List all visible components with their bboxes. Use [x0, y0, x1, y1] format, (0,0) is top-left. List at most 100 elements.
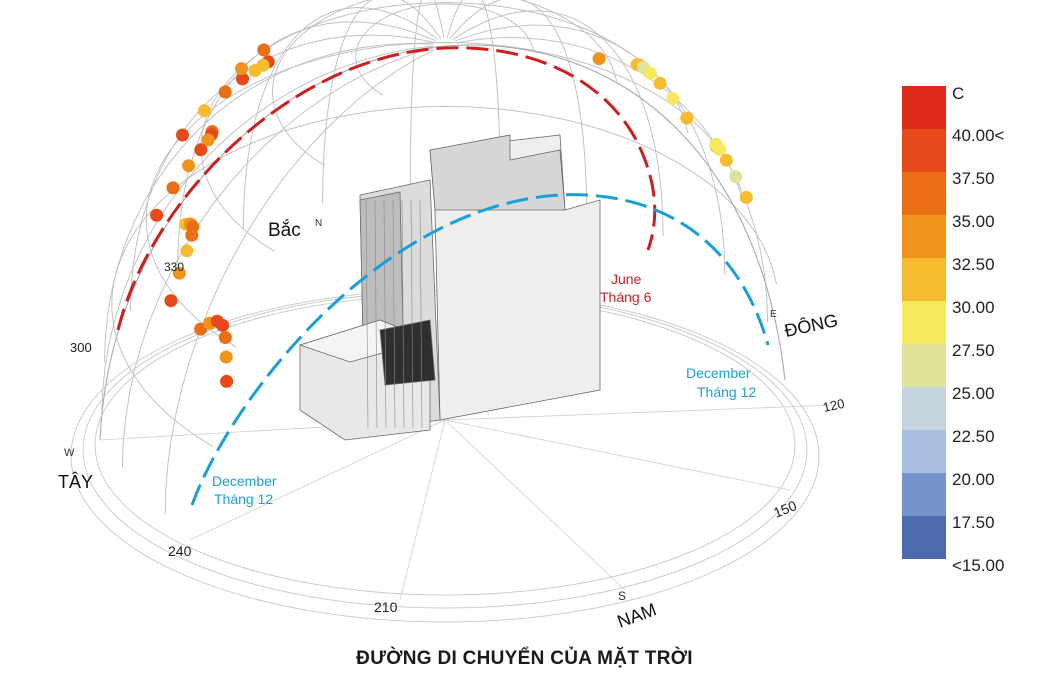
azimuth-meridian	[242, 7, 439, 229]
sun-position-dot	[150, 208, 164, 222]
sun-position-dots	[150, 43, 753, 388]
sun-position-dot	[592, 52, 606, 66]
sun-position-dot	[164, 294, 178, 308]
azimuth-meridian	[177, 21, 436, 266]
azimuth-meridian	[409, 0, 445, 192]
december-west-label-line1: December	[212, 473, 277, 489]
facade-fin	[392, 199, 396, 429]
facade-fin	[401, 199, 405, 429]
legend-swatch	[902, 258, 946, 301]
legend-swatch	[902, 430, 946, 473]
bearing-240: 240	[168, 543, 192, 559]
sun-path-curves	[116, 46, 770, 506]
legend-swatch	[902, 516, 946, 559]
june-label-line1: June	[611, 271, 642, 287]
east-letter: E	[770, 309, 777, 320]
legend-label: 20.00	[952, 470, 995, 489]
bearing-spoke	[444, 419, 791, 491]
west-label: TÂY	[58, 472, 93, 492]
bearing-spoke	[444, 419, 626, 591]
legend-label: <15.00	[952, 556, 1005, 575]
building-dark-opening	[379, 319, 436, 386]
azimuth-meridian	[101, 45, 434, 416]
sun-position-dot	[182, 159, 196, 173]
december-sun-path	[190, 193, 770, 506]
altitude-ring	[272, 0, 618, 166]
december-east-label-line2: Tháng 12	[697, 384, 756, 400]
legend-swatch	[902, 129, 946, 172]
legend-label: 27.50	[952, 341, 995, 360]
sun-position-dot	[218, 85, 232, 99]
facade-fin	[365, 199, 369, 429]
sun-position-dot	[176, 128, 189, 142]
legend-label: 37.50	[952, 169, 995, 188]
bearing-300: 300	[70, 340, 92, 355]
legend-label: 30.00	[952, 298, 995, 317]
azimuth-meridian	[129, 34, 435, 311]
azimuth-meridian	[449, 0, 587, 209]
bearing-spoke	[189, 419, 446, 541]
legend-swatch	[902, 86, 946, 129]
sun-position-dot	[257, 43, 271, 57]
legend-swatch	[902, 473, 946, 516]
bearing-210: 210	[374, 599, 398, 615]
sun-position-dot	[166, 181, 180, 195]
legend-label: 17.50	[952, 513, 995, 532]
bearing-120: 120	[822, 396, 846, 415]
sun-position-dot	[680, 111, 694, 125]
facade-fin	[383, 199, 387, 429]
azimuth-meridian	[104, 43, 434, 363]
sun-position-dot	[729, 170, 743, 184]
bearing-330: 330	[164, 260, 184, 274]
legend-label: 25.00	[952, 384, 995, 403]
azimuth-meridian	[322, 0, 442, 204]
sun-position-dot	[216, 318, 230, 332]
legend-label: 35.00	[952, 212, 995, 231]
sun-position-dot	[180, 244, 194, 258]
legend-label: 32.50	[952, 255, 995, 274]
legend-swatch	[902, 344, 946, 387]
legend-unit: C	[952, 84, 965, 103]
december-west-label-line2: Tháng 12	[214, 491, 273, 507]
facade-fin	[410, 199, 414, 429]
altitude-ring	[145, 42, 743, 348]
sun-position-dot	[235, 62, 248, 76]
north-label: Bắc	[268, 219, 301, 241]
legend-label: 22.50	[952, 427, 995, 446]
altitude-ring	[111, 105, 777, 447]
south-label: NAM	[615, 599, 659, 631]
building-model	[298, 134, 601, 441]
sun-position-dot	[220, 374, 234, 388]
diagram-title: ĐƯỜNG DI CHUYỂN CỦA MẶT TRỜI	[356, 648, 693, 669]
sun-position-dot	[666, 92, 680, 106]
sun-position-dot	[739, 190, 753, 204]
sun-position-dot	[653, 76, 667, 90]
sun-position-dot	[197, 104, 211, 118]
sun-position-dot	[248, 64, 262, 77]
sun-position-dot	[713, 143, 727, 156]
north-letter: N	[315, 218, 322, 229]
azimuth-meridian	[164, 48, 436, 515]
sun-position-dot	[218, 331, 232, 344]
sun-position-dot	[194, 143, 208, 157]
sun-position-dot	[172, 266, 186, 280]
legend-swatch	[902, 301, 946, 344]
legend-swatch	[902, 387, 946, 430]
sun-position-dot	[719, 153, 733, 167]
legend-swatch	[902, 172, 946, 215]
sun-position-dot	[185, 228, 199, 242]
dome-outline	[99, 44, 786, 441]
south-letter: S	[618, 589, 626, 603]
temperature-legend: C 40.00< 37.50 35.00 32.50 30.00 27.50 25.00 22.…	[902, 84, 1042, 576]
june-sun-path	[116, 46, 657, 331]
sun-position-dot	[219, 350, 233, 364]
legend-swatch	[902, 215, 946, 258]
bearing-spoke	[399, 419, 446, 601]
facade-fin	[374, 199, 378, 429]
facade-fin	[419, 199, 423, 429]
june-label-line2: Tháng 6	[600, 289, 652, 305]
sun-position-dot	[201, 133, 215, 147]
bearing-150: 150	[771, 497, 799, 521]
legend-label: 40.00<	[952, 126, 1005, 145]
